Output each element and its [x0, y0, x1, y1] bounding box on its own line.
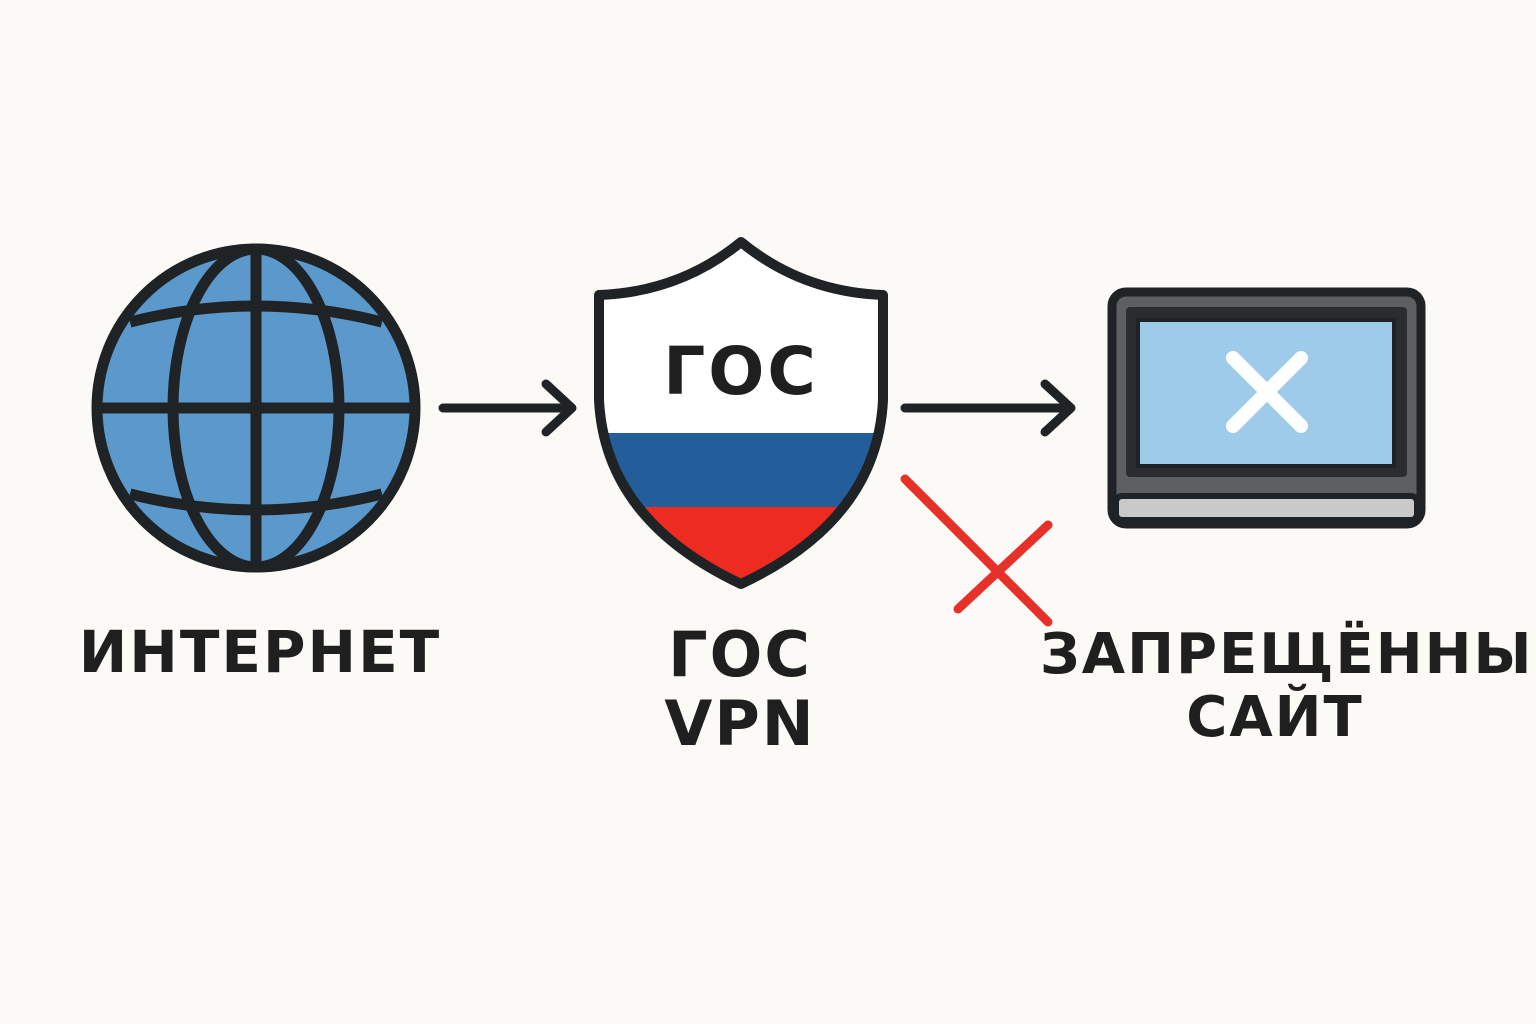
arrow-right-icon — [438, 379, 577, 437]
blocked-site-label-line1: ЗАПРЕЩЁННЫЙ — [1040, 622, 1536, 687]
blocked-site-label: ЗАПРЕЩЁННЫЙ САЙТ — [1040, 622, 1536, 750]
laptop-base — [1113, 493, 1420, 523]
close-icon — [1226, 351, 1308, 433]
shield-icon: ГОС — [594, 237, 888, 589]
gov-vpn-label-line1: ГОС — [668, 618, 812, 691]
gov-vpn-label: ГОС VPN — [590, 620, 890, 759]
flag-blue-stripe — [599, 433, 883, 507]
blocked-site-label-line2: САЙТ — [1186, 684, 1364, 750]
shield-text: ГОС — [663, 333, 819, 410]
globe-icon — [91, 243, 421, 573]
gov-vpn-label-line2: VPN — [664, 687, 816, 761]
laptop-icon — [1107, 287, 1426, 529]
red-cross-icon — [900, 474, 1053, 627]
internet-label: ИНТЕРНЕТ — [78, 618, 442, 686]
arrow-right-icon — [900, 379, 1076, 437]
